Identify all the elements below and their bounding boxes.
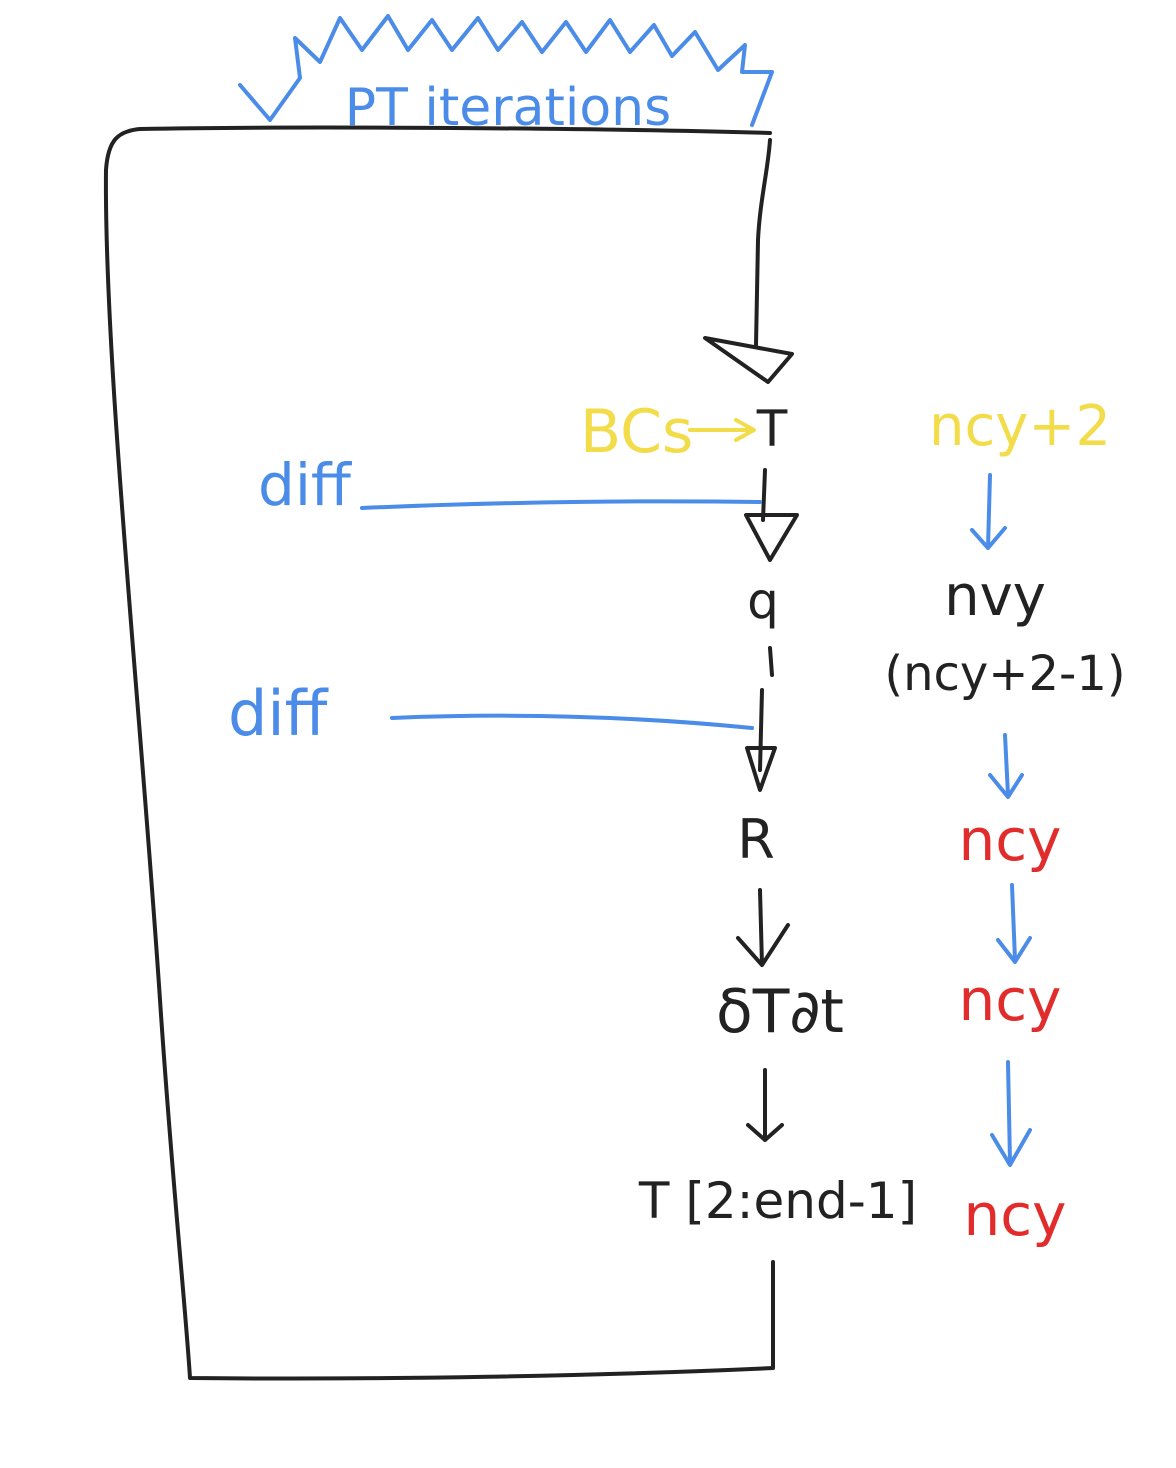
- size-arrow-3: [996, 883, 1032, 964]
- step-bcs: BCs: [580, 397, 693, 467]
- step-r: R: [737, 808, 775, 871]
- bcs-arrow: [688, 418, 756, 442]
- banner-label: PT iterations: [345, 78, 671, 138]
- side-input-diff-2: diff: [228, 677, 329, 750]
- loop-frame: [103, 125, 775, 1381]
- size-arrow-1: [970, 473, 1007, 550]
- size-5: ncy: [964, 1181, 1067, 1249]
- size-arrow-2: [988, 733, 1024, 799]
- diff-line-1: [360, 499, 762, 510]
- size-4: ncy: [959, 966, 1062, 1034]
- size-arrow-4: [990, 1060, 1032, 1167]
- step-t-slice: T [2:end-1]: [638, 1172, 917, 1230]
- step-dtdt: δT∂t: [716, 977, 844, 1047]
- diff-line-2: [390, 713, 754, 730]
- step-q: q: [747, 572, 779, 630]
- size-2: nvy: [944, 564, 1046, 629]
- flow-line-dtdt-tslice: [746, 1068, 784, 1142]
- arrowhead-q-r: [745, 746, 777, 792]
- size-1: ncy+2: [929, 394, 1111, 459]
- flow-line-q-r: [758, 646, 774, 772]
- size-2-note: (ncy+2-1): [884, 646, 1125, 702]
- arrowhead-t-q: [744, 513, 799, 562]
- step-t: T: [756, 400, 788, 458]
- flow-line-t-q: [761, 468, 767, 522]
- flow-line-r-dtdt: [736, 888, 790, 967]
- size-3: ncy: [959, 806, 1062, 874]
- side-input-diff-1: diff: [258, 451, 353, 519]
- banner-shape: [238, 14, 774, 127]
- arrowhead-top: [703, 336, 794, 384]
- flow-line-top: [754, 138, 772, 347]
